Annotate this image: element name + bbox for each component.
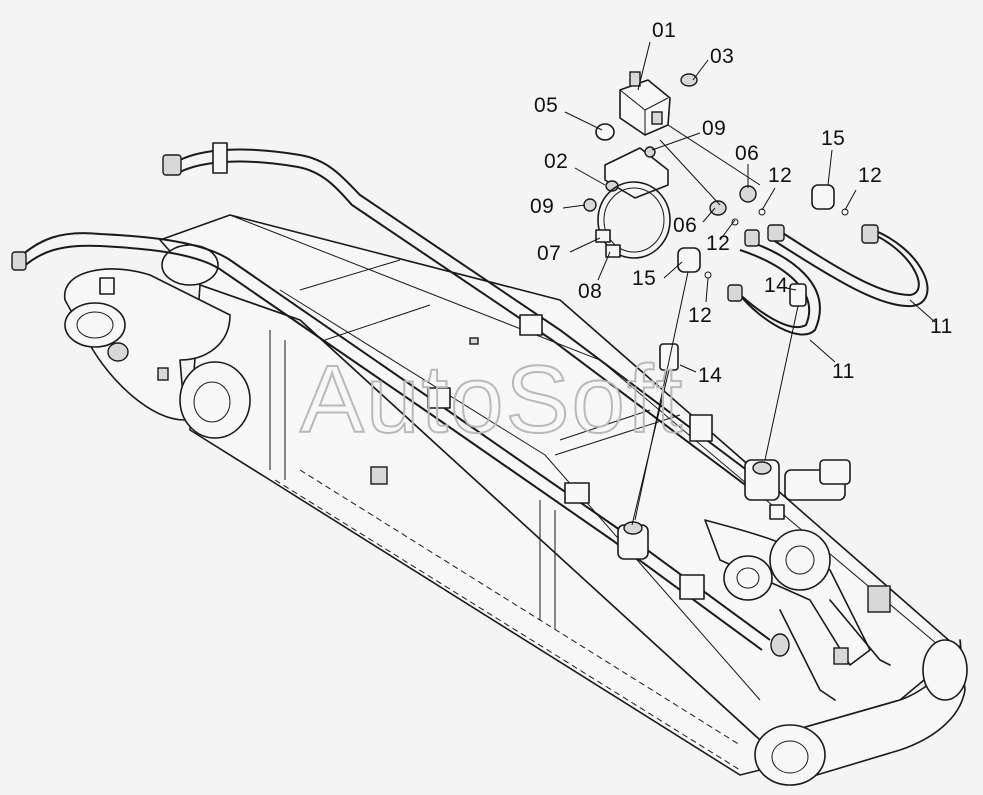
leader-line-l15a [827, 149, 833, 186]
part-label-l02: 02 [544, 150, 568, 173]
leader-line-l01 [637, 41, 651, 91]
leader-line-l12b [844, 189, 857, 211]
part-label-l12d: 12 [688, 304, 712, 327]
leader-line-l05 [564, 111, 603, 131]
part-label-l14b: 14 [698, 364, 722, 387]
part-label-l09b: 09 [530, 195, 554, 218]
part-label-l08: 08 [578, 280, 602, 303]
leader-line-l02 [574, 167, 606, 186]
part-label-l05: 05 [534, 94, 558, 117]
part-label-l01: 01 [652, 19, 676, 42]
exploded-parts [583, 71, 929, 526]
part-number-labels: 01 03 05 09 06 15 02 12 12 09 06 12 07 15 14 08 12 11 11 14 [530, 19, 953, 387]
leader-line-l15b [663, 261, 683, 279]
part-label-l15a: 15 [821, 127, 845, 150]
part-label-l12a: 12 [768, 164, 792, 187]
leader-line-l11a [909, 299, 936, 323]
leader-line-l12a [761, 187, 776, 211]
leader-line-l09b [562, 204, 586, 209]
leader-line-l06b [702, 207, 716, 223]
leader-line-l11b [809, 339, 836, 363]
part-label-l07: 07 [537, 242, 561, 265]
part-label-l12c: 12 [706, 232, 730, 255]
watermark-text: AutoSoft [300, 346, 684, 453]
leader-line-l03 [692, 59, 709, 81]
part-label-l14a: 14 [764, 274, 788, 297]
part-label-l09a: 09 [702, 117, 726, 140]
part-label-l06a: 06 [735, 142, 759, 165]
part-label-l03: 03 [710, 45, 734, 68]
part-label-l12b: 12 [858, 164, 882, 187]
leader-line-l14a [785, 287, 797, 291]
part-label-l06b: 06 [673, 214, 697, 237]
boom-pipes [11, 142, 851, 657]
leader-line-l12c [719, 219, 736, 241]
boom-structure [64, 214, 968, 786]
leader-line-l09a [651, 132, 701, 151]
part-label-l11a: 11 [930, 315, 953, 338]
leader-line-l14b [679, 364, 697, 373]
leader-line-l07 [569, 237, 601, 253]
leader-line-l12d [705, 277, 709, 303]
part-label-l11b: 11 [832, 360, 855, 383]
part-label-l15b: 15 [632, 267, 656, 290]
leader-line-l08 [597, 251, 611, 281]
